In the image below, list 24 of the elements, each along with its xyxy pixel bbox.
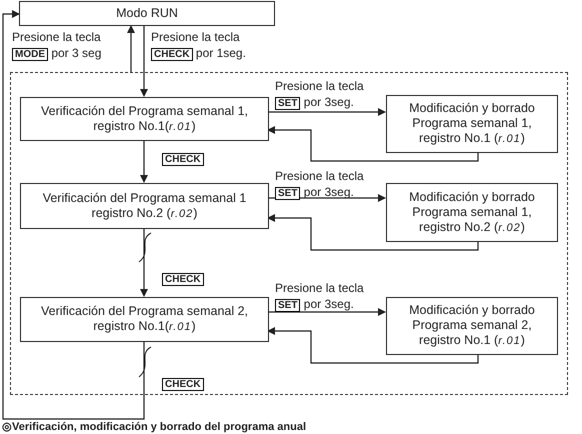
- arrow: [267, 126, 479, 162]
- edge-label: Presione la tecla SET por 3seg.: [275, 280, 365, 314]
- arrow: [140, 26, 148, 97]
- process-box: Verificación del Programa semanal 2, registro No.1(r.01): [20, 297, 269, 342]
- arrow: [268, 308, 386, 316]
- edge-label: Presione la tecla MODE por 3 seg: [12, 29, 102, 63]
- arrow: [268, 108, 386, 116]
- edge-label: Presione la tecla CHECK por 1seg.: [151, 29, 247, 63]
- edge-label: Presione la tecla SET por 3seg.: [275, 168, 365, 202]
- arrow: [267, 214, 479, 251]
- process-box: Modificación y borrado Programa semanal 1, registro No.2 (r.02): [386, 183, 558, 242]
- arrow: [267, 327, 479, 364]
- arrow: [127, 25, 135, 72]
- arrow: [2, 10, 145, 420]
- process-box: Verificación del Programa semanal 1, registro No.1(r.01): [20, 97, 269, 141]
- process-box: Modificación y borrado Programa semanal 2, registro No.1 (r.01): [386, 297, 558, 355]
- process-box: Modificación y borrado Programa semanal 1, registro No.1 (r.01): [386, 95, 558, 153]
- caption: ◎Verificación, modificación y borrado del programa anual: [2, 421, 306, 433]
- edge-label: Presione la tecla SET por 3seg.: [275, 78, 365, 112]
- process-box: Modo RUN: [19, 1, 275, 26]
- arrow: [140, 140, 148, 183]
- process-box: Verificación del Programa semanal 1 registro No.2 (r.02): [20, 183, 269, 229]
- dashed-group-frame: [10, 72, 568, 395]
- arrow: [140, 228, 148, 297]
